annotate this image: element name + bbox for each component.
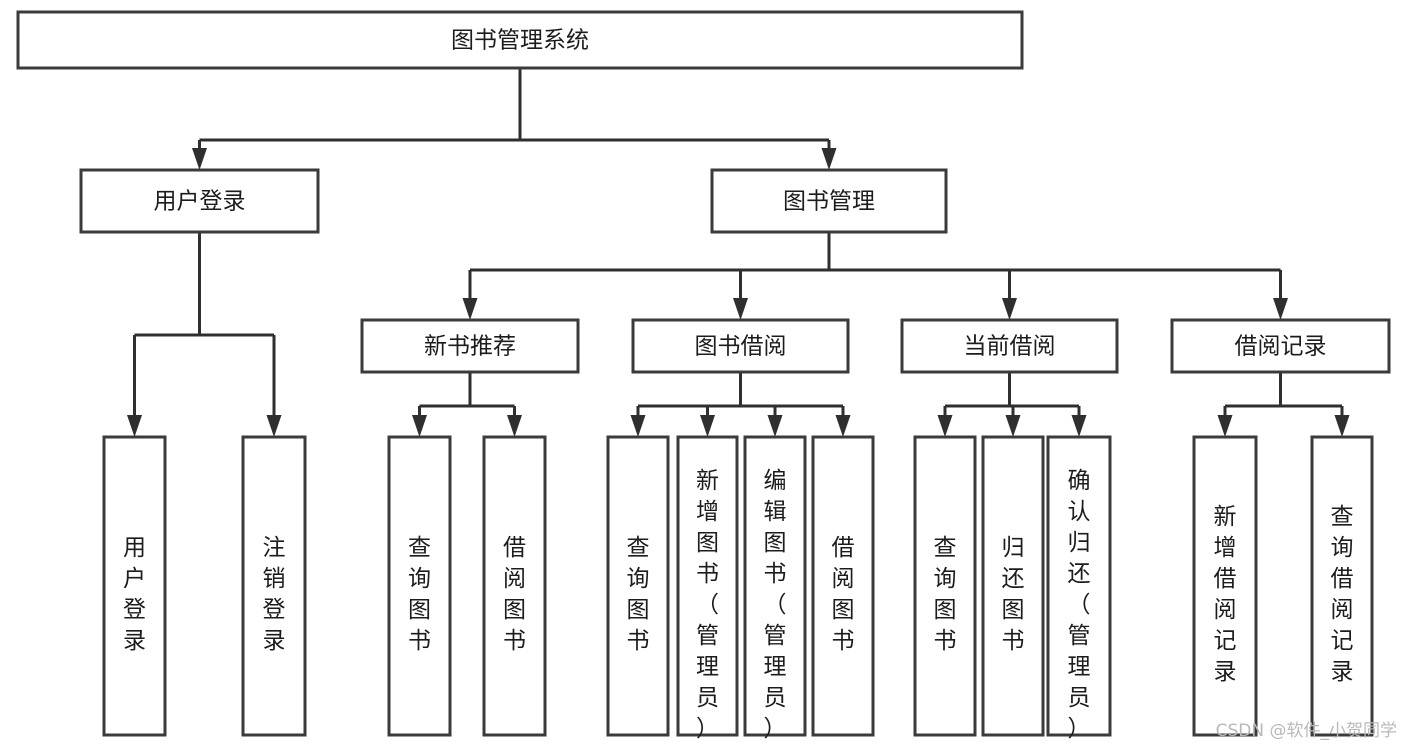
connector-layer [127, 68, 1350, 437]
node-label: 新增借阅记录 [1214, 504, 1237, 685]
node-leaf-cur-confirm[interactable]: 确认归还（管理员） [1046, 435, 1112, 742]
connector-group-root [192, 68, 837, 170]
node-label: 用户登录 [154, 189, 246, 215]
node-leaf-borrow-add[interactable]: 新增图书（管理员） [676, 435, 739, 742]
node-label: 注销登录 [263, 535, 286, 654]
node-box[interactable] [743, 435, 807, 737]
node-label: 用户登录 [123, 535, 146, 654]
node-leaf-new-query[interactable]: 查询图书 [387, 435, 452, 737]
node-box[interactable] [606, 435, 670, 737]
node-root[interactable]: 图书管理系统 [16, 10, 1024, 70]
node-leaf-borrow-lend[interactable]: 借阅图书 [811, 435, 875, 737]
node-leaf-cur-query[interactable]: 查询图书 [913, 435, 977, 737]
node-label: 当前借阅 [964, 334, 1056, 360]
node-label: 编辑图书（管理员） [764, 468, 787, 742]
connector-group-l3_current [937, 372, 1087, 437]
connector-group-l3_record [1217, 372, 1350, 437]
node-box[interactable] [241, 435, 307, 737]
node-box[interactable] [1046, 435, 1112, 737]
node-box[interactable] [482, 435, 547, 737]
node-box[interactable] [900, 318, 1119, 374]
node-box[interactable] [16, 10, 1024, 70]
node-leaf-borrow-edit[interactable]: 编辑图书（管理员） [743, 435, 807, 742]
node-box[interactable] [710, 168, 948, 234]
node-l2-book[interactable]: 图书管理 [710, 168, 948, 234]
node-label: 新增图书（管理员） [696, 468, 719, 742]
node-box[interactable] [1192, 435, 1258, 737]
node-leaf-rec-query[interactable]: 查询借阅记录 [1310, 435, 1374, 737]
node-label: 借阅图书 [503, 535, 526, 654]
node-box[interactable] [79, 168, 320, 234]
connector-group-l2_user [127, 232, 282, 437]
node-label: 借阅记录 [1235, 334, 1327, 360]
node-l3-current[interactable]: 当前借阅 [900, 318, 1119, 374]
node-label: 确认归还（管理员） [1068, 468, 1091, 742]
node-label: 查询图书 [627, 535, 650, 654]
node-leaf-user-login[interactable]: 用户登录 [102, 435, 167, 737]
node-box[interactable] [1310, 435, 1374, 737]
node-label: 图书管理 [783, 189, 875, 215]
node-label: 查询图书 [408, 535, 431, 654]
node-label: 归还图书 [1002, 535, 1025, 654]
node-layer: 图书管理系统用户登录图书管理新书推荐图书借阅当前借阅借阅记录用户登录注销登录查询… [16, 10, 1391, 742]
node-leaf-borrow-query[interactable]: 查询图书 [606, 435, 670, 737]
node-box[interactable] [631, 318, 850, 374]
node-l3-borrow[interactable]: 图书借阅 [631, 318, 850, 374]
node-leaf-user-logout[interactable]: 注销登录 [241, 435, 307, 737]
node-box[interactable] [387, 435, 452, 737]
node-box[interactable] [913, 435, 977, 737]
connector-group-l3_new [412, 372, 522, 437]
node-label: 查询图书 [934, 535, 957, 654]
node-l3-new[interactable]: 新书推荐 [360, 318, 580, 374]
node-l2-user[interactable]: 用户登录 [79, 168, 320, 234]
node-box[interactable] [360, 318, 580, 374]
connector-group-l2_book [462, 232, 1288, 320]
node-box[interactable] [811, 435, 875, 737]
node-leaf-rec-add[interactable]: 新增借阅记录 [1192, 435, 1258, 737]
node-box[interactable] [981, 435, 1045, 737]
node-label: 图书借阅 [695, 334, 787, 360]
node-label: 新书推荐 [424, 334, 516, 360]
node-box[interactable] [102, 435, 167, 737]
node-box[interactable] [1170, 318, 1391, 374]
connector-group-l3_borrow [630, 372, 851, 437]
node-label: 借阅图书 [832, 535, 855, 654]
node-leaf-new-borrow[interactable]: 借阅图书 [482, 435, 547, 737]
node-label: 图书管理系统 [451, 28, 589, 54]
node-l3-record[interactable]: 借阅记录 [1170, 318, 1391, 374]
node-leaf-cur-return[interactable]: 归还图书 [981, 435, 1045, 737]
node-box[interactable] [676, 435, 739, 737]
node-label: 查询借阅记录 [1331, 504, 1354, 685]
